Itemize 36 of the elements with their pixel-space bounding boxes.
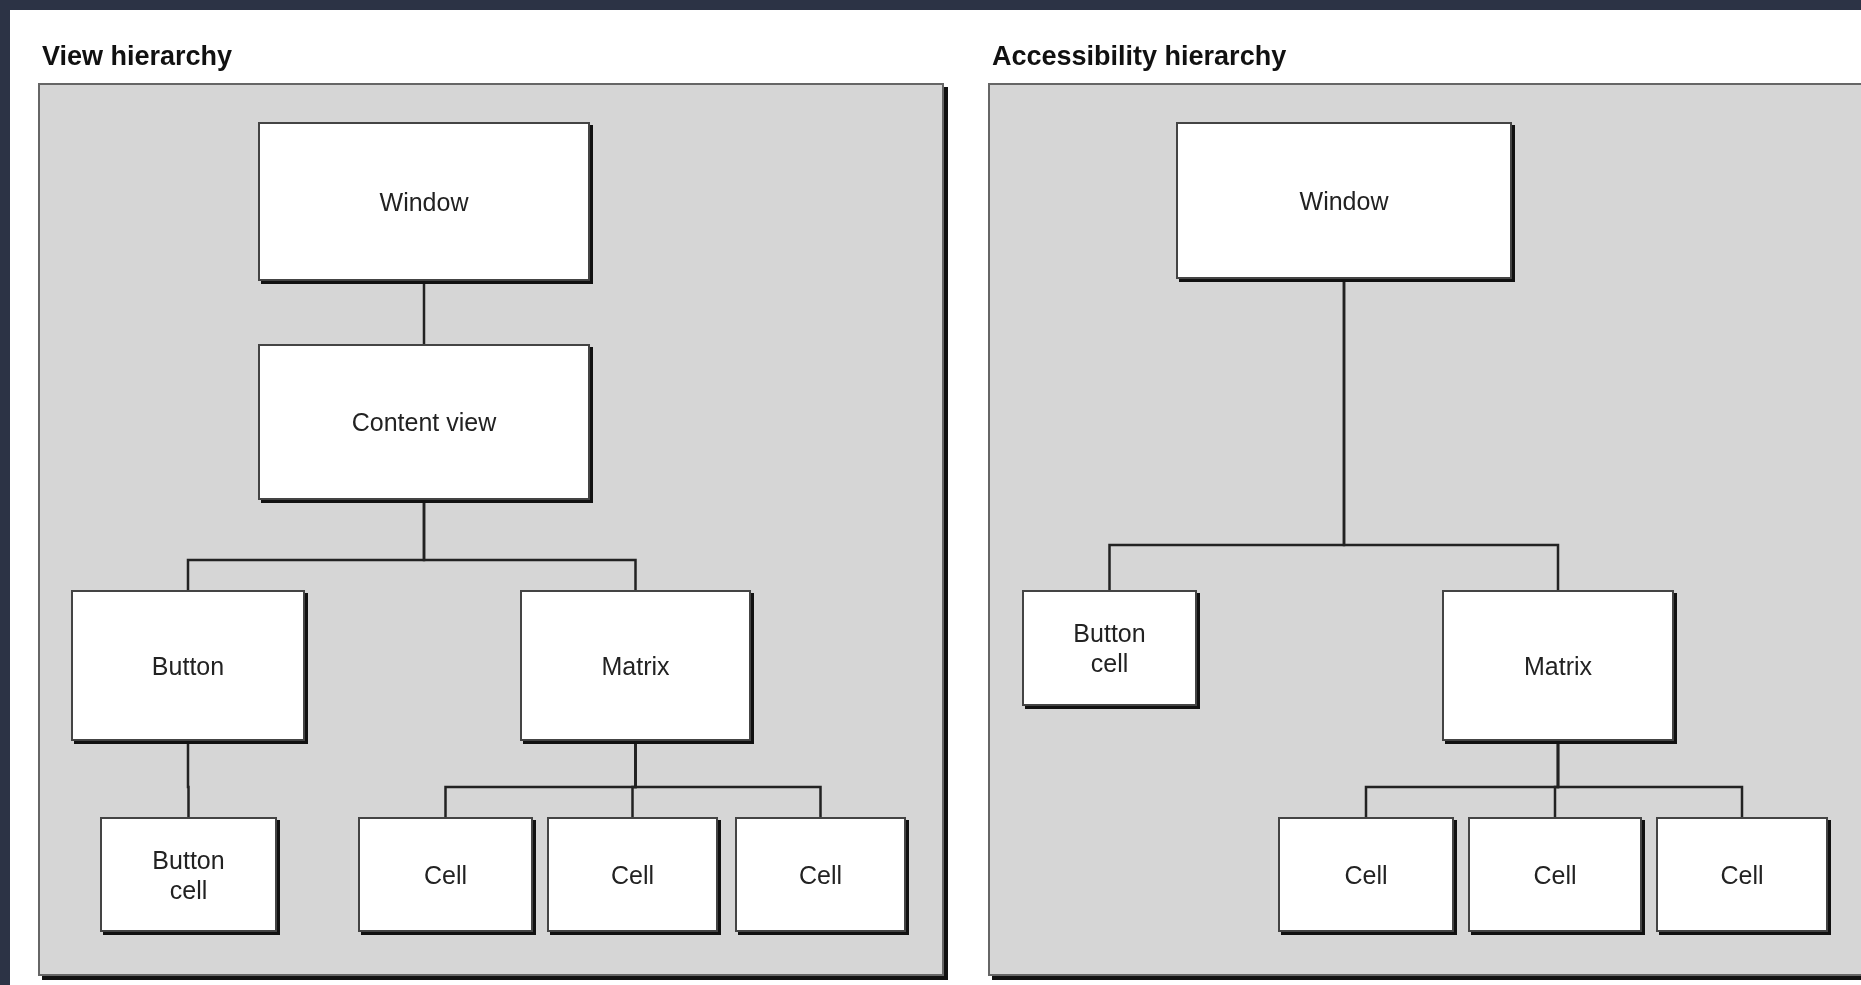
- node-box: [520, 590, 751, 741]
- node-label: Button cell: [151, 844, 226, 905]
- connector-line: [422, 500, 637, 590]
- node-label: Cell: [1719, 859, 1765, 890]
- node-label: Cell: [797, 859, 844, 890]
- node-box: [547, 817, 718, 932]
- node-box: [1656, 817, 1828, 932]
- node-box: [100, 817, 277, 932]
- node-label: Window: [379, 186, 469, 217]
- node-box: [1278, 817, 1454, 932]
- connector-line: [422, 281, 426, 344]
- node-box: [1442, 590, 1674, 741]
- panel-title: Accessibility hierarchy: [992, 41, 1287, 72]
- node-box: [258, 344, 590, 500]
- connector-line: [1342, 279, 1560, 590]
- connector-line: [1556, 741, 1744, 817]
- node-box: [735, 817, 906, 932]
- connector-line: [186, 741, 190, 817]
- node-label: Cell: [422, 859, 469, 890]
- connector-line: [634, 741, 822, 817]
- node-label: Button cell: [1072, 618, 1147, 678]
- node-label: Window: [1299, 185, 1389, 216]
- node-box: [1468, 817, 1642, 932]
- panel-title: View hierarchy: [42, 41, 233, 72]
- node-label: Button: [151, 650, 225, 681]
- node-box: [1176, 122, 1512, 279]
- node-label: Matrix: [601, 650, 670, 681]
- node-label: Cell: [1532, 859, 1578, 890]
- node-box: [258, 122, 590, 281]
- node-box: [358, 817, 533, 932]
- node-label: Content view: [351, 407, 497, 437]
- node-box: [71, 590, 305, 741]
- node-label: Cell: [1343, 859, 1389, 890]
- node-box: [1022, 590, 1197, 706]
- node-label: Matrix: [1523, 650, 1593, 681]
- node-label: Cell: [609, 859, 656, 890]
